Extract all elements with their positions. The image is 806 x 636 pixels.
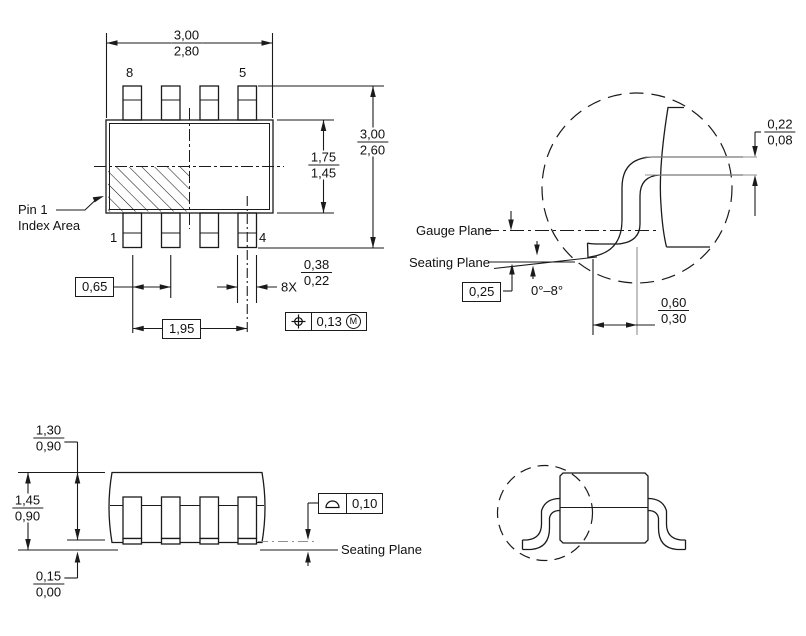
dim-pin-pitch <box>109 284 171 290</box>
position-tolerance-frame: 0,13 M <box>284 311 367 331</box>
dim-pin-span-value: 1,95 <box>162 319 202 339</box>
dim-body-thickness-value: 1,30 0,90 <box>32 423 65 454</box>
dim-pin-pitch-value: 0,65 <box>75 277 115 297</box>
detail-source-circle <box>496 464 594 562</box>
pin-number-8: 8 <box>126 65 134 80</box>
dim-lead-width <box>217 284 277 290</box>
lead-inner-profile <box>587 174 743 245</box>
dim-body-thickness <box>63 441 81 540</box>
dim-lead-thickness-value: 0,22 0,08 <box>764 117 796 147</box>
dim-overall-span-value: 3,00 2,60 <box>356 127 389 157</box>
gauge-plane-label: Gauge Plane <box>416 222 492 238</box>
package-side-view <box>18 441 338 579</box>
lead-detail-view <box>485 92 761 335</box>
dim-lead-angle <box>530 241 540 279</box>
pin1-leader <box>56 196 104 211</box>
detail-boundary-circle <box>541 92 733 284</box>
lower-extension-lines <box>132 196 258 333</box>
dim-lead-angle-value: 0°–8° <box>531 283 564 298</box>
dim-foot-length <box>592 247 655 335</box>
bottom-leads <box>122 212 258 249</box>
seating-plane-flatness-icon <box>319 494 346 513</box>
dim-body-height-value: 1,75 1,45 <box>307 150 340 181</box>
dim-gauge-offset <box>503 211 515 292</box>
side-body <box>108 471 266 544</box>
side-seating-plane-label: Seating Plane <box>341 542 422 557</box>
dim-lead-thickness <box>645 131 761 216</box>
position-tolerance-value: 0,13 M <box>310 312 366 330</box>
side-leads <box>122 496 258 545</box>
detail-seating-plane-label: Seating Plane <box>409 254 490 270</box>
end-body <box>559 472 649 544</box>
dim-gauge-offset-value: 0,25 <box>462 282 502 302</box>
flatness-value: 0,10 <box>346 494 382 513</box>
flatness-leader <box>305 502 318 566</box>
position-tolerance-icon <box>286 313 311 330</box>
dim-lead-width-value: 8X 0,38 0,22 <box>281 258 333 302</box>
lead-width-qty: 8X <box>281 279 297 295</box>
pin1-note-line2: Index Area <box>18 218 81 233</box>
dim-standoff <box>63 551 81 579</box>
pin1-index-area <box>108 167 190 212</box>
pin-number-1: 1 <box>110 230 118 245</box>
pin-number-4: 4 <box>259 230 267 245</box>
package-top-view <box>56 33 384 333</box>
flatness-frame: 0,10 <box>318 493 384 514</box>
pin1-note-line1: Pin 1 <box>18 202 48 217</box>
top-leads <box>122 85 258 121</box>
pin-number-5: 5 <box>239 65 247 80</box>
dim-overall-span <box>258 85 384 249</box>
package-end-view <box>496 464 687 562</box>
dim-standoff-value: 0,15 0,00 <box>32 569 65 599</box>
dim-overall-height-value: 1,45 0,90 <box>11 493 44 524</box>
mmc-modifier-icon: M <box>345 313 361 329</box>
dim-foot-length-value: 0,60 0,30 <box>658 296 690 340</box>
dim-overall-width-value: 3,00 2,80 <box>170 28 203 59</box>
body-edge <box>659 106 684 248</box>
